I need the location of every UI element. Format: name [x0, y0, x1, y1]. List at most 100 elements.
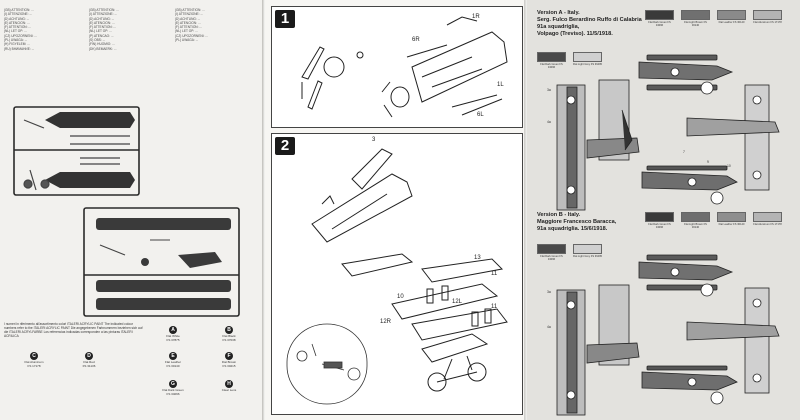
paint-name: Flat Leather: [164, 360, 181, 364]
swatch-label: Flat Light Grey FS 36495: [573, 63, 602, 66]
swatch-label: Flat Leather FS 30140: [718, 223, 745, 226]
decal-callout: 10: [727, 164, 731, 168]
paint-letter: F: [225, 352, 233, 360]
paint-name: Flat Dark Green: [162, 388, 184, 392]
swatch-label: Flat Light Brown FS 30140: [684, 21, 707, 27]
paint-code: FS 17178: [27, 363, 41, 368]
paint-letter: B: [225, 326, 233, 334]
swatch-chip: [753, 10, 782, 20]
version-b-swatches: Flat Dark Green FS 34096 Flat Light Brow…: [645, 212, 782, 229]
swatch: Flat Aluminum FS 17178: [753, 212, 782, 229]
swatch-chip: [681, 212, 710, 222]
part-label: 1R: [472, 14, 480, 20]
swatch-chip: [717, 10, 746, 20]
version-b-drawings: [556, 254, 780, 416]
part-label: 10: [397, 294, 404, 300]
swatch: Flat Leather FS 30140: [717, 10, 746, 27]
swatch: Flat Dark Green FS 34096: [537, 52, 566, 69]
paint-code: FS 37038: [222, 337, 236, 342]
swatch-chip: [645, 10, 674, 20]
paint-letter: G: [169, 380, 177, 388]
version-b-title: Version B - Italy. Maggiore Francesco Ba…: [537, 212, 617, 232]
swatch-chip: [573, 244, 602, 254]
paint-key-c: C Flat Aluminum FS 17178: [8, 352, 60, 368]
step-2-panel: 2: [271, 133, 523, 415]
version-a-swatches-row2: Flat Dark Green FS 34096 Flat Light Grey…: [537, 52, 602, 69]
paint-letter: D: [85, 352, 93, 360]
step-2-drawing: [286, 148, 508, 405]
swatch-label: Flat Aluminum FS 17178: [753, 223, 782, 226]
paint-letter: A: [169, 326, 177, 334]
paint-letter: E: [169, 352, 177, 360]
paint-key-a: A Flat White FS 37875: [147, 326, 199, 342]
swatch: Flat Dark Green FS 34096: [645, 10, 674, 27]
paint-name: Flat Black: [222, 334, 236, 338]
part-label: 12L: [452, 299, 463, 305]
swatch-label: Flat Dark Green FS 34096: [648, 21, 671, 27]
swatch-chip: [681, 10, 710, 20]
paint-name: Flat Red: [83, 360, 95, 364]
right-page: Version A - Italy. Serg. Fulco Berardino…: [527, 0, 800, 420]
attention-text-col1: (GB) ATTENTION: ... (I) ATTENZIONE: ... …: [4, 8, 37, 51]
paint-code: FS 30140: [166, 363, 180, 368]
decal-callout: 3a: [547, 88, 551, 92]
swatch: Flat Light Brown FS 30140: [681, 212, 710, 229]
part-label: 11: [491, 271, 498, 277]
swatch: Flat Dark Green FS 34096: [645, 212, 674, 229]
swatch-chip: [537, 52, 566, 62]
swatch: Flat Light Grey FS 36495: [573, 244, 602, 261]
swatch-label: Flat Dark Green FS 34096: [648, 223, 671, 229]
step-1-drawing: [301, 16, 508, 118]
paint-key-h: H Clear Lens: [203, 380, 255, 393]
paint-key-f: F Flat Brown FS 30215: [203, 352, 255, 368]
swatch-label: Flat Light Brown FS 30140: [684, 223, 707, 229]
swatch: Flat Aluminum FS 17178: [753, 10, 782, 27]
middle-page: 1 6R 1R 1L 6L: [265, 0, 527, 420]
paint-letter: H: [225, 380, 233, 388]
decal-callout: 7: [683, 150, 685, 154]
paint-code: FS 37875: [166, 337, 180, 342]
part-label: 3: [372, 137, 376, 143]
paint-name: Flat Brown: [221, 360, 237, 364]
part-label: 1L: [497, 82, 504, 88]
paint-key-d: D Flat Red FS 31136: [63, 352, 115, 368]
version-b-swatches-row2: Flat Dark Green FS 34096 Flat Light Grey…: [537, 244, 602, 261]
decal-callout: 9: [707, 160, 709, 164]
version-a-drawings: [556, 54, 780, 211]
attention-text-col3: (GB) ATTENTION: ... (I) ATTENZIONE: ... …: [175, 8, 208, 43]
sprue-frame-1: [13, 106, 140, 196]
swatch-label: Flat Light Grey FS 36495: [573, 255, 602, 258]
swatch-chip: [717, 212, 746, 222]
paint-name: Flat Aluminum: [24, 360, 44, 364]
paint-code: FS 34096: [166, 391, 180, 396]
swatch-chip: [753, 212, 782, 222]
decal-callout: 3a: [547, 290, 551, 294]
step-number: 1: [275, 10, 295, 28]
step-number: 2: [275, 137, 295, 155]
swatch-label: Flat Dark Green FS 34096: [540, 255, 563, 261]
decal-callout: 4a: [547, 120, 551, 124]
part-label: 11: [491, 304, 498, 310]
swatch-label: Flat Leather FS 30140: [718, 21, 745, 24]
swatch-chip: [645, 212, 674, 222]
paint-key-e: E Flat Leather FS 30140: [147, 352, 199, 368]
swatch-chip: [573, 52, 602, 62]
paint-code: FS 31136: [82, 363, 96, 368]
swatch: Flat Light Brown FS 30140: [681, 10, 710, 27]
attention-text-col2: (GB) ATTENTION: ... (I) ATTENZIONE: ... …: [89, 8, 119, 51]
part-label: 12R: [380, 319, 392, 325]
paint-key-b: B Flat Black FS 37038: [203, 326, 255, 342]
paint-name: Flat White: [166, 334, 180, 338]
swatch-label: Flat Dark Green FS 34096: [540, 63, 563, 69]
swatch: Flat Leather FS 30140: [717, 212, 746, 229]
left-page: (GB) ATTENTION: ... (I) ATTENZIONE: ... …: [0, 0, 265, 420]
version-a-title: Version A - Italy. Serg. Fulco Berardino…: [537, 10, 642, 37]
step-1-panel: 1 6R 1R 1L 6L: [271, 6, 523, 128]
paint-key-g: G Flat Dark Green FS 34096: [147, 380, 199, 396]
paint-code: FS 30215: [222, 363, 236, 368]
part-label: 6L: [477, 112, 484, 118]
decal-callout: 4a: [547, 325, 551, 329]
sprue-frame-2: [83, 207, 240, 317]
paint-name: Clear Lens: [221, 388, 237, 392]
swatch: Flat Dark Green FS 34096: [537, 244, 566, 261]
